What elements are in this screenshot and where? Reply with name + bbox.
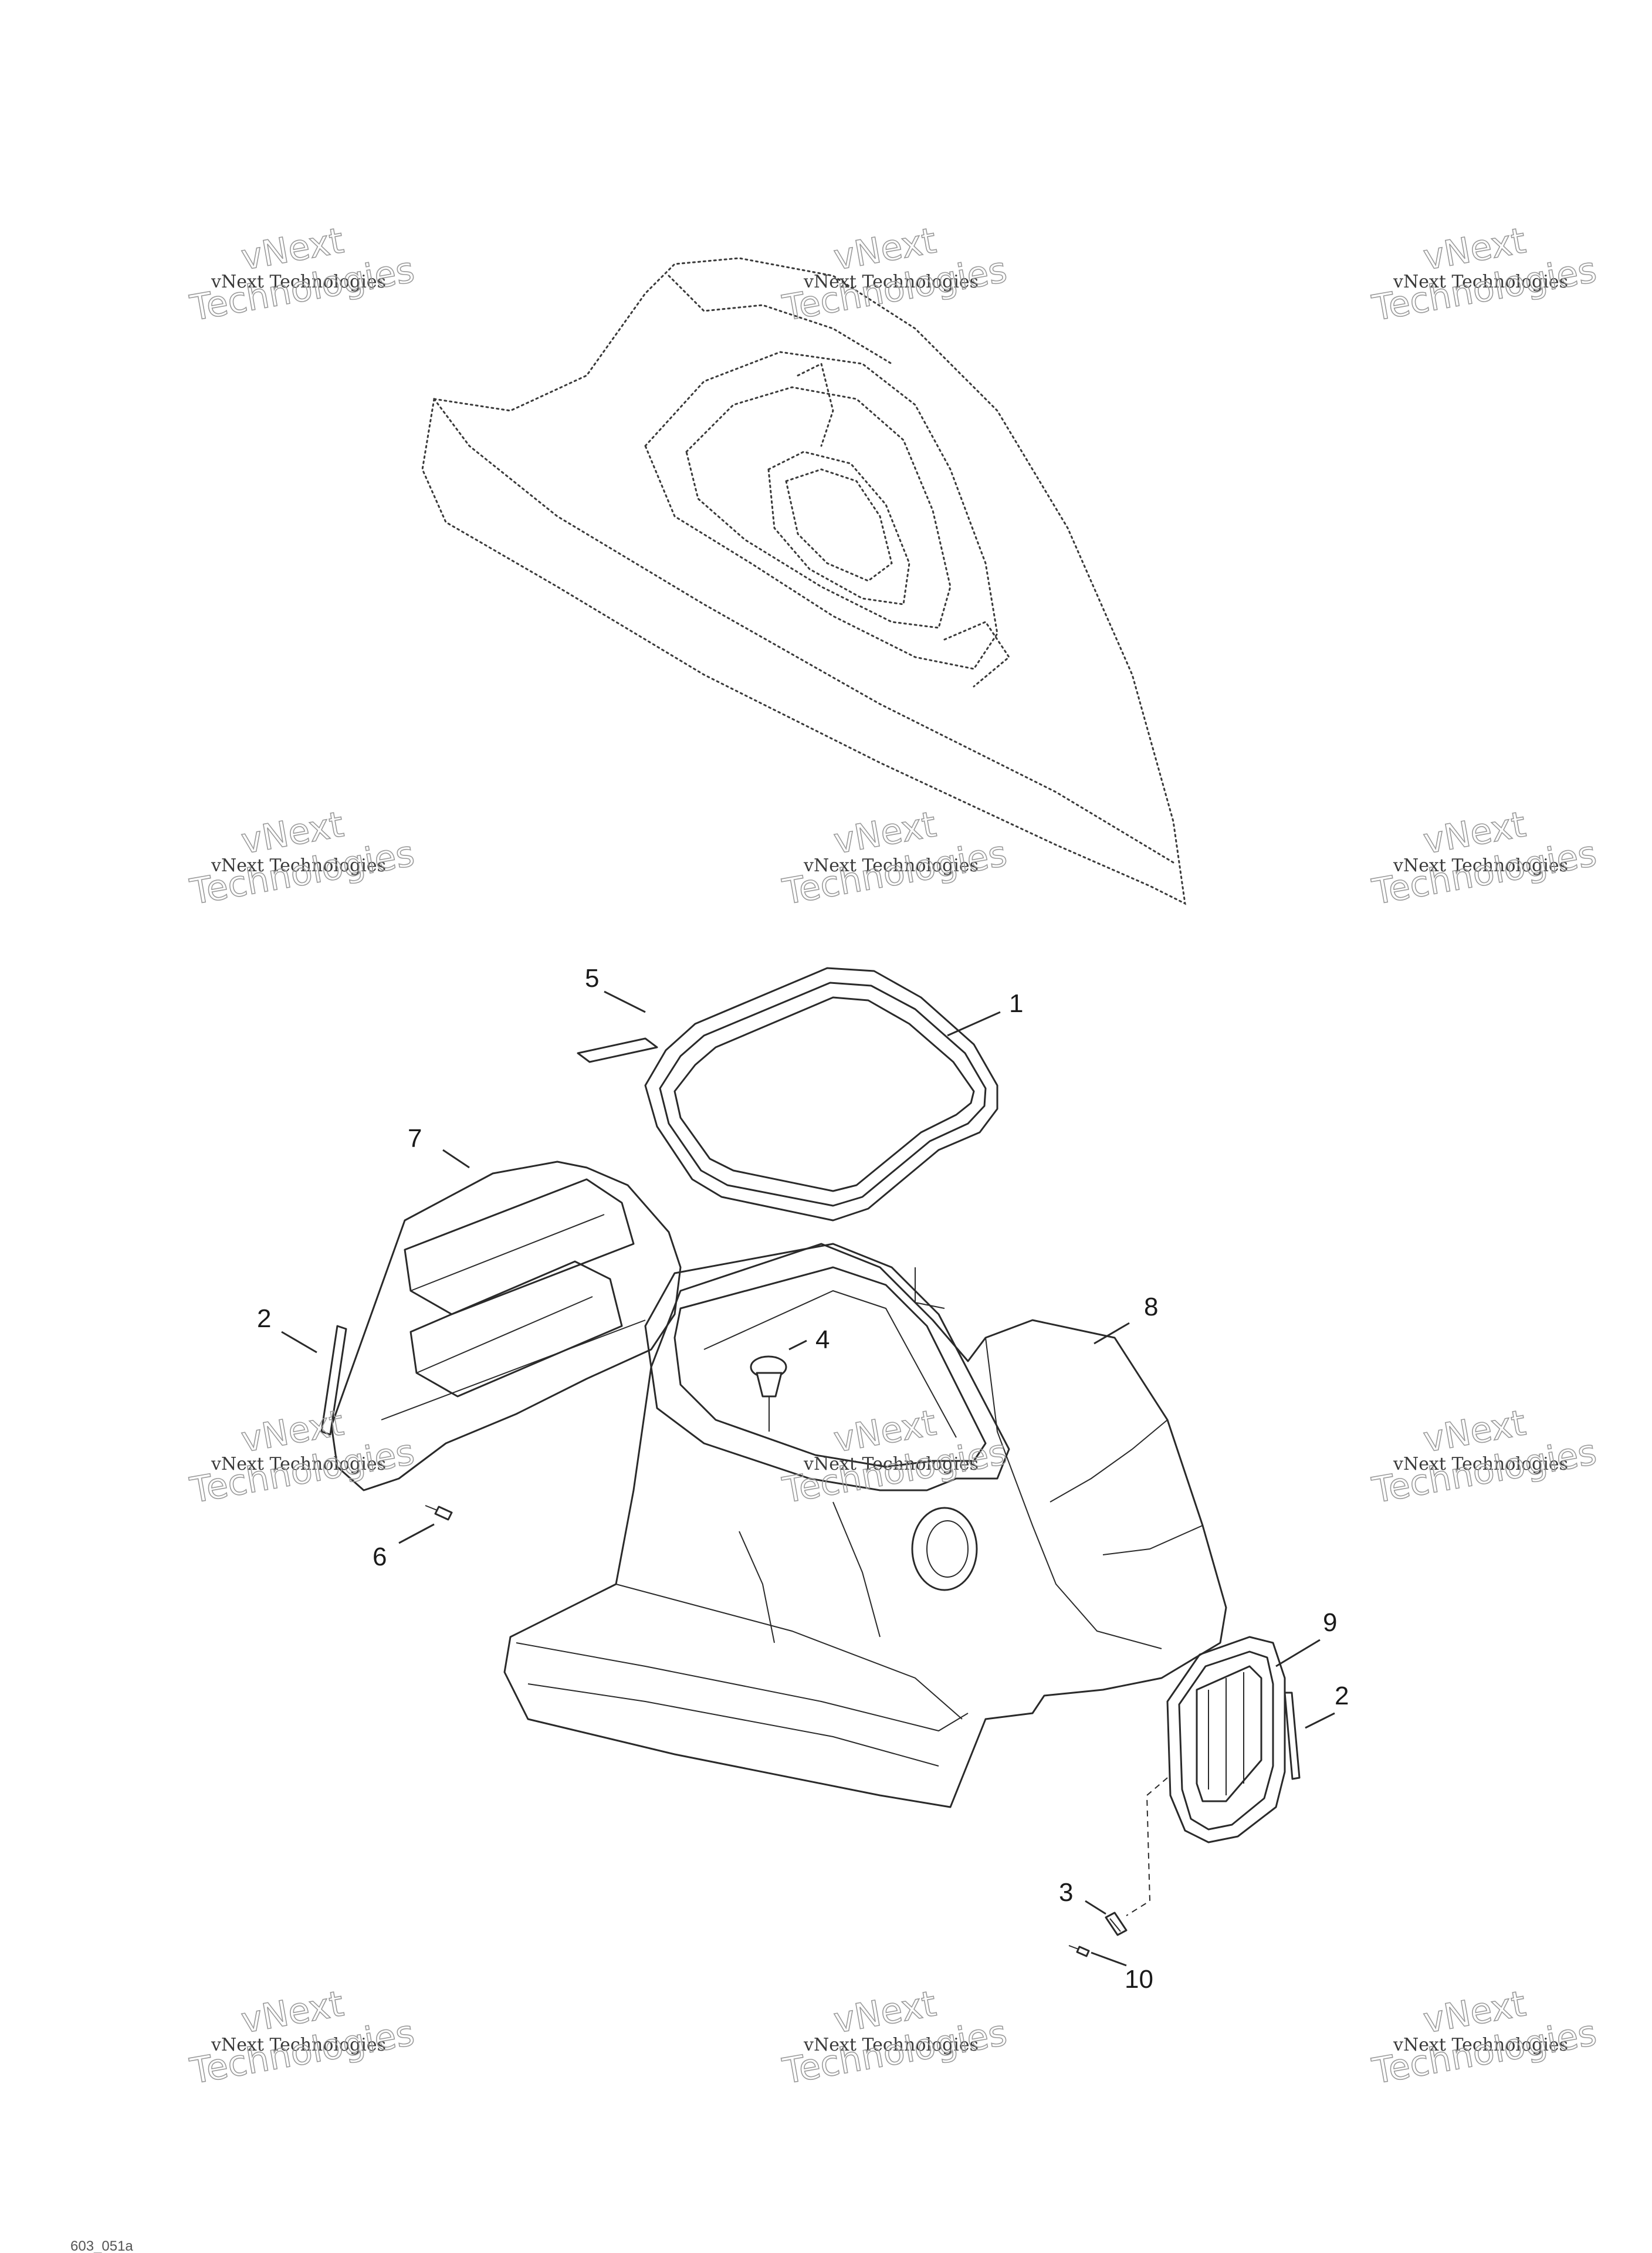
watermark: vNext Technologies vNext Technologies <box>1369 803 1600 913</box>
watermark-text: vNext Technologies <box>211 272 386 292</box>
watermark: vNext Technologies vNext Technologies <box>187 803 418 913</box>
watermark: vNext Technologies vNext Technologies <box>779 1983 1010 2092</box>
callout-9: 9 <box>1323 1608 1337 1637</box>
watermark-row-2: vNext Technologies vNext Technologies vN… <box>187 803 1600 913</box>
callout-1: 1 <box>1009 989 1023 1018</box>
reference-deck-outline <box>421 257 1186 905</box>
watermark-text: vNext Technologies <box>1393 855 1568 876</box>
watermark: vNext Technologies vNext Technologies <box>187 219 418 329</box>
part-4-knob <box>750 1355 787 1432</box>
callout-6: 6 <box>373 1542 387 1571</box>
part-1-seal-frame <box>644 967 998 1222</box>
part-6-screw <box>425 1505 453 1521</box>
watermark-row-1: vNext Technologies vNext Technologies vN… <box>187 219 1600 329</box>
part-2-strip-right <box>1284 1692 1301 1780</box>
callout-4: 4 <box>815 1325 830 1354</box>
watermark-text: vNext Technologies <box>211 1454 386 1474</box>
watermark-text: vNext Technologies <box>211 2035 386 2055</box>
figure-code: 603_051a <box>70 2238 133 2253</box>
watermark: vNext Technologies vNext Technologies <box>187 1983 418 2092</box>
watermark-text: vNext Technologies <box>1393 2035 1568 2055</box>
watermark: vNext Technologies vNext Technologies <box>1369 1983 1600 2092</box>
watermark-text: vNext Technologies <box>803 272 979 292</box>
watermark-row-3: vNext Technologies vNext Technologies vN… <box>187 1402 1600 1511</box>
watermark-text: vNext Technologies <box>1393 272 1568 292</box>
part-5-strip <box>577 1037 658 1063</box>
part-3-clip <box>1105 1912 1128 1936</box>
watermark: vNext Technologies vNext Technologies <box>779 219 1010 329</box>
callout-10: 10 <box>1125 1965 1153 1994</box>
callout-7: 7 <box>408 1124 422 1153</box>
watermark: vNext Technologies vNext Technologies <box>187 1402 418 1511</box>
part-10-screw <box>1068 1945 1090 1957</box>
callout-8: 8 <box>1144 1293 1158 1321</box>
leader-lines <box>281 990 1335 1967</box>
assembly-dashed-line <box>1126 1777 1168 1916</box>
watermark: vNext Technologies vNext Technologies <box>779 1402 1010 1511</box>
watermark-row-4: vNext Technologies vNext Technologies vN… <box>187 1983 1600 2092</box>
watermark-text: vNext Technologies <box>803 1454 979 1474</box>
watermark-text: vNext Technologies <box>803 2035 979 2055</box>
callout-3: 3 <box>1059 1878 1073 1907</box>
watermark-text: vNext Technologies <box>1393 1454 1568 1474</box>
part-7-louver-panel <box>330 1161 682 1491</box>
watermark: vNext Technologies vNext Technologies <box>779 803 1010 913</box>
callout-2-left: 2 <box>257 1304 271 1333</box>
callout-2-right: 2 <box>1335 1682 1349 1710</box>
watermark-text: vNext Technologies <box>211 855 386 876</box>
watermark: vNext Technologies vNext Technologies <box>1369 219 1600 329</box>
part-2-strip-left <box>320 1325 347 1436</box>
part-8-storage-housing <box>503 1243 1227 1808</box>
part-9-vent-grille <box>1166 1636 1286 1843</box>
callout-5: 5 <box>585 964 599 993</box>
watermark-text: vNext Technologies <box>803 855 979 876</box>
watermark: vNext Technologies vNext Technologies <box>1369 1402 1600 1511</box>
